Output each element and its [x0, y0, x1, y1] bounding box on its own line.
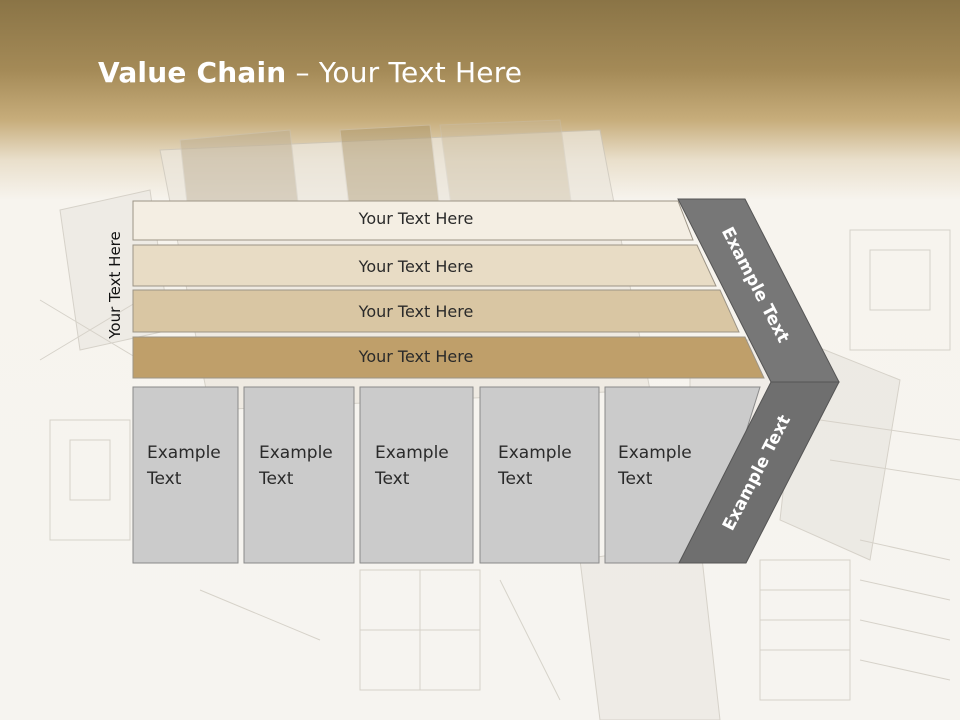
- title-bold: Value Chain: [98, 56, 287, 89]
- box-2[interactable]: [243, 386, 355, 564]
- bar-1-label: Your Text Here: [358, 209, 474, 228]
- title-rest: – Your Text Here: [286, 56, 523, 89]
- bar-3[interactable]: [132, 289, 740, 333]
- box-2-line2: Text: [259, 469, 294, 489]
- box-5-line2: Text: [618, 469, 653, 489]
- box-5-line1: Example: [618, 443, 692, 463]
- bar-4[interactable]: [132, 336, 765, 379]
- bar-2-label: Your Text Here: [358, 257, 474, 276]
- slide-title: Value Chain – Your Text Here: [98, 56, 522, 89]
- box-1-line2: Text: [147, 469, 182, 489]
- box-4-line1: Example: [498, 443, 572, 463]
- box-3-line1: Example: [375, 443, 449, 463]
- box-3[interactable]: [359, 386, 474, 564]
- bar-2[interactable]: [132, 244, 717, 287]
- bar-3-label: Your Text Here: [358, 302, 474, 321]
- box-1[interactable]: [132, 386, 239, 564]
- box-4-line2: Text: [498, 469, 533, 489]
- box-1-line1: Example: [147, 443, 221, 463]
- box-3-line2: Text: [375, 469, 410, 489]
- bar-4-label: Your Text Here: [358, 347, 474, 366]
- arrow-bottom[interactable]: [678, 381, 840, 564]
- box-4[interactable]: [479, 386, 600, 564]
- box-2-line1: Example: [259, 443, 333, 463]
- bar-1[interactable]: [132, 200, 694, 241]
